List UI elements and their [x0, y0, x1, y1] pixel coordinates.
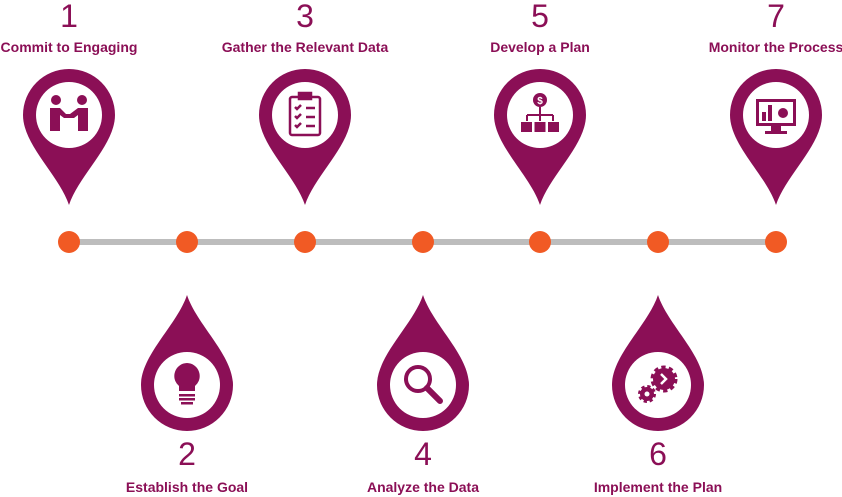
dollar-flowchart-icon: $ [521, 93, 559, 132]
step-6-label: Implement the Plan [593, 479, 723, 495]
step-3-number: 3 [296, 0, 314, 34]
step-1-label: Commit to Engaging [0, 39, 138, 55]
gears-icon [638, 365, 678, 403]
timeline-dot-1 [58, 231, 80, 253]
timeline-dot-6 [647, 231, 669, 253]
step-2-label: Establish the Goal [125, 479, 249, 495]
step-1-number: 1 [60, 0, 78, 34]
pin-step-7 [730, 69, 822, 205]
step-4-label: Analyze the Data [366, 479, 480, 495]
step-5-label: Develop a Plan [490, 39, 590, 55]
lightbulb-icon [174, 363, 200, 405]
clipboard-checklist-icon [288, 91, 322, 137]
pin-step-3 [259, 69, 351, 205]
step-7-number: 7 [767, 0, 785, 34]
step-3-label: Gather the Relevant Data [221, 39, 389, 55]
magnifier-icon [404, 365, 443, 404]
step-5-number: 5 [531, 0, 549, 34]
monitor-chart-icon [756, 99, 796, 134]
pin-step-4 [377, 295, 469, 431]
timeline-dot-5 [529, 231, 551, 253]
timeline-dot-2 [176, 231, 198, 253]
step-4-number: 4 [414, 436, 432, 472]
svg-text:$: $ [537, 96, 543, 107]
timeline-dot-4 [412, 231, 434, 253]
pin-step-1 [23, 69, 115, 205]
pin-step-6 [612, 295, 704, 431]
timeline-dot-7 [765, 231, 787, 253]
step-7-label: Monitor the Process [708, 39, 842, 55]
pin-step-5: $ [494, 69, 586, 205]
step-6-number: 6 [649, 436, 667, 472]
step-2-number: 2 [178, 436, 196, 472]
handshake-people-icon [50, 95, 88, 131]
timeline-dot-3 [294, 231, 316, 253]
